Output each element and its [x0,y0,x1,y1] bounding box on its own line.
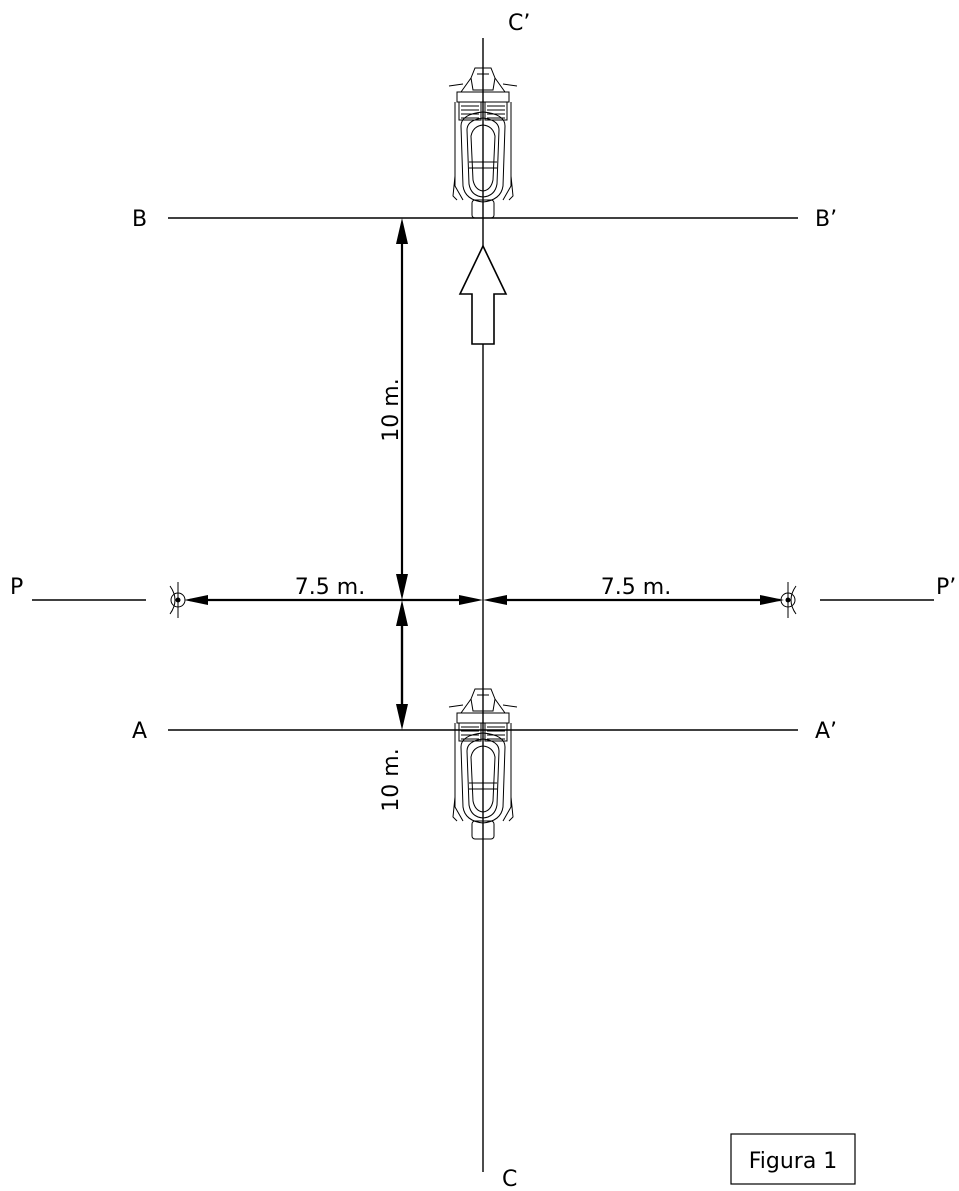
figure-caption: Figura 1 [749,1149,838,1174]
figure-caption-box [730,1133,856,1185]
dimension-upper-10m [396,218,408,600]
label-b: B [132,207,147,232]
label-a: A [132,719,147,744]
label-c: C [502,1167,517,1191]
label-b-prime: B’ [815,207,837,232]
label-c-prime: C’ [508,11,530,36]
direction-arrow-icon [458,244,508,345]
dimension-label-left: 7.5 m. [295,575,365,600]
dimension-right-7-5m [483,595,784,605]
dimension-label-right: 7.5 m. [601,575,671,600]
microphone-icon-left [169,581,186,619]
dimension-label-lower: 10 m. [379,748,404,811]
label-p-prime: P’ [936,575,956,600]
label-p: P [10,575,23,600]
label-a-prime: A’ [815,719,837,744]
dimension-lower-10m [396,600,408,730]
dimension-label-upper: 10 m. [379,378,404,441]
dimension-left-7-5m [184,595,483,605]
microphone-icon-right [780,581,797,619]
